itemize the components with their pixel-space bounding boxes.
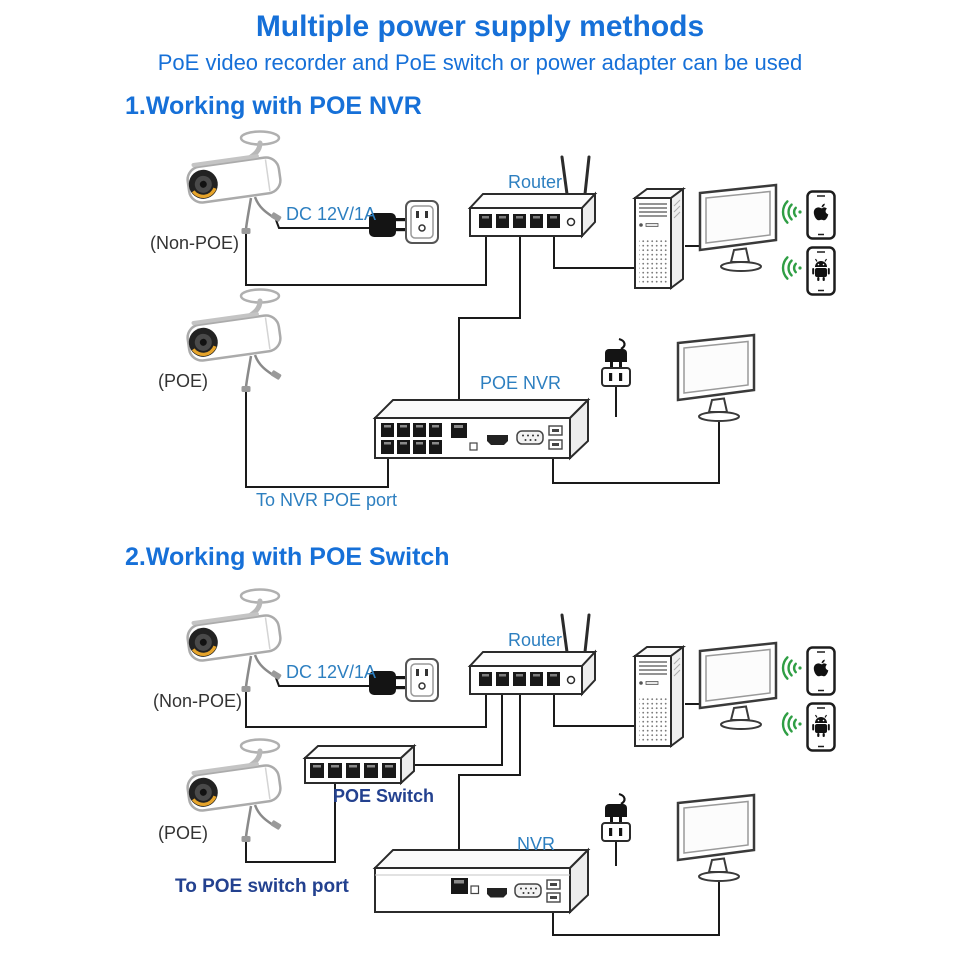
wifi-signal-1-icon (781, 200, 803, 224)
page-title: Multiple power supply methods (255, 10, 705, 43)
section1-heading: 1.Working with POE NVR (125, 92, 422, 120)
monitor-pc-2-icon (698, 641, 778, 731)
dc-power-label-1: DC 12V/1A (286, 204, 377, 224)
wire-camera-power-2 (275, 677, 370, 687)
power-plug-2-icon (600, 792, 632, 843)
pc-tower-1-icon (634, 188, 684, 289)
wire-router-to-nvr-lan-1 (458, 236, 521, 421)
poe-switch-icon (304, 745, 415, 784)
non-poe-label-2: (Non-POE) (153, 691, 243, 711)
wire-poe-camera-to-switch-port (245, 783, 336, 863)
poe-label-1: (POE) (158, 371, 209, 391)
camera-non-poe-2-icon (186, 590, 282, 693)
poe-nvr-icon (372, 397, 591, 461)
pc-tower-2-icon (634, 646, 684, 747)
page-subtitle: PoE video recorder and PoE switch or pow… (157, 50, 803, 75)
wire-nvr-to-monitor-2 (552, 882, 720, 936)
nvr-icon (372, 847, 591, 915)
nvr-label: NVR (517, 834, 556, 854)
section2-heading: 2.Working with POE Switch (125, 543, 450, 571)
power-plug-1-icon (600, 337, 632, 388)
dc-power-label-2: DC 12V/1A (286, 662, 377, 682)
non-poe-label-1: (Non-POE) (150, 233, 240, 253)
router-1-icon (468, 155, 597, 238)
connection-wires (245, 219, 720, 936)
to-poe-switch-port-label: To POE switch port (175, 876, 349, 897)
router-label-2: Router (507, 630, 563, 650)
monitor-nvr-1-icon (676, 333, 756, 423)
wire-camera-power-1 (275, 219, 370, 229)
wire-router-to-pc-1 (553, 236, 636, 269)
monitor-nvr-2-icon (676, 793, 756, 883)
router-2-icon (468, 613, 597, 696)
wifi-signal-4-icon (781, 712, 803, 736)
wire-poe-camera-to-nvr-poe-port (245, 392, 389, 488)
camera-non-poe-1-icon (186, 132, 282, 235)
wire-nvr-to-monitor-1 (552, 422, 720, 484)
wire-nonpoe-camera-to-router-1 (245, 234, 487, 286)
wifi-signal-2-icon (781, 256, 803, 280)
poe-label-2: (POE) (158, 823, 209, 843)
to-nvr-poe-port-label: To NVR POE port (256, 490, 398, 510)
wire-nonpoe-camera-to-router-2 (245, 692, 487, 728)
wire-router-to-switch-uplink (415, 694, 503, 766)
poe-nvr-label: POE NVR (480, 373, 562, 393)
power-outlet-1-icon (405, 200, 439, 244)
power-outlet-2-icon (405, 658, 439, 702)
wire-router-to-nvr-lan-2 (458, 694, 521, 871)
wifi-signal-3-icon (781, 656, 803, 680)
router-label-1: Router (507, 172, 563, 192)
monitor-pc-1-icon (698, 183, 778, 273)
poe-switch-label: POE Switch (333, 786, 435, 806)
wire-router-to-pc-2 (553, 694, 636, 727)
